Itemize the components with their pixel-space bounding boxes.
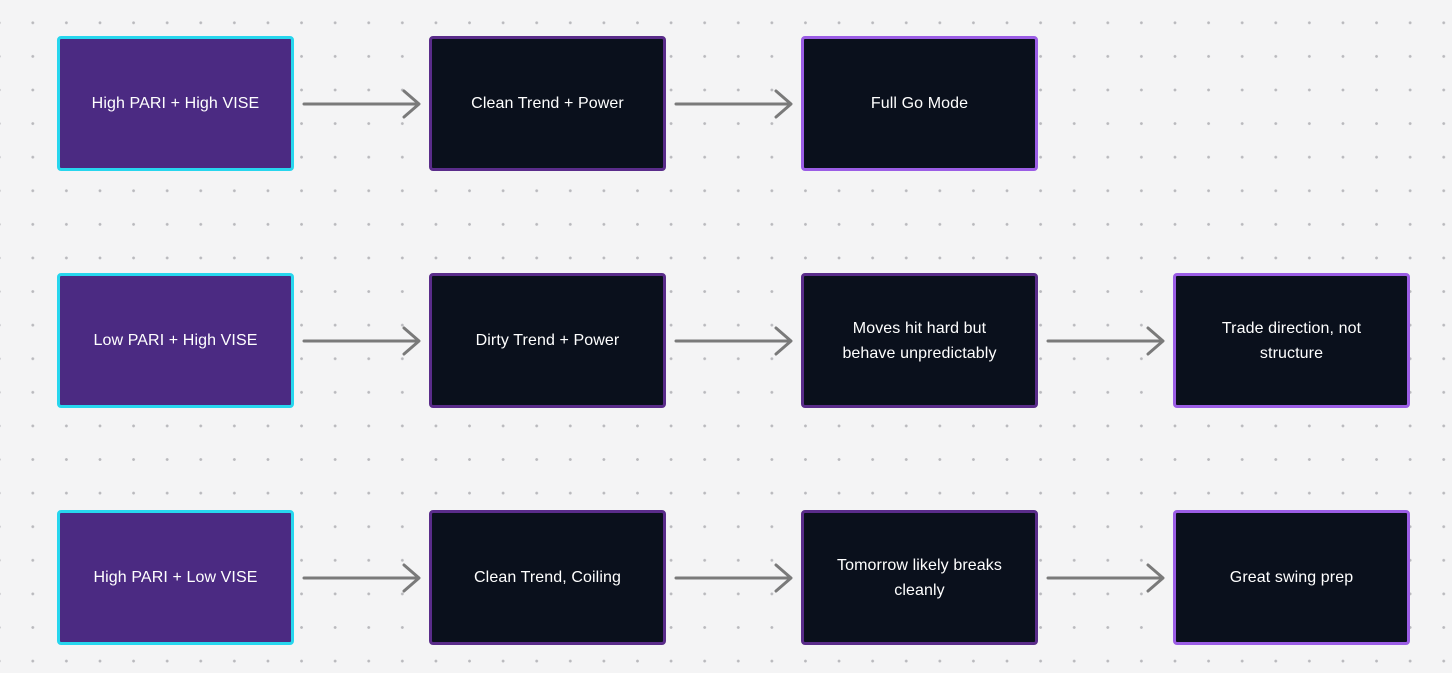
node-label: Moves hit hard but behave unpredictably xyxy=(842,319,997,362)
arrow-row2-1-to-2 xyxy=(302,326,421,356)
arrow-row3-2-to-3 xyxy=(674,563,793,593)
node-high-pari-low-vise[interactable]: High PARI + Low VISE xyxy=(57,510,294,645)
node-label: Clean Trend + Power xyxy=(471,95,624,112)
arrow-row3-1-to-2 xyxy=(302,563,421,593)
node-great-swing-prep[interactable]: Great swing prep xyxy=(1173,510,1410,645)
node-label: High PARI + Low VISE xyxy=(93,569,258,586)
node-label: Clean Trend, Coiling xyxy=(474,569,621,586)
node-label: Full Go Mode xyxy=(870,95,969,112)
node-clean-trend-coiling[interactable]: Clean Trend, Coiling xyxy=(429,510,666,645)
node-trade-direction[interactable]: Trade direction, not structure xyxy=(1173,273,1410,408)
node-label: Tomorrow likely breaks cleanly xyxy=(837,556,1002,599)
node-moves-hit-hard[interactable]: Moves hit hard but behave unpredictably xyxy=(801,273,1038,408)
node-high-pari-high-vise[interactable]: High PARI + High VISE xyxy=(57,36,294,171)
arrow-row3-3-to-4 xyxy=(1046,563,1165,593)
node-clean-trend-power[interactable]: Clean Trend + Power xyxy=(429,36,666,171)
node-low-pari-high-vise[interactable]: Low PARI + High VISE xyxy=(57,273,294,408)
arrow-row1-1-to-2 xyxy=(302,89,421,119)
node-label: Low PARI + High VISE xyxy=(93,332,258,349)
node-tomorrow-breaks-cleanly[interactable]: Tomorrow likely breaks cleanly xyxy=(801,510,1038,645)
node-label: Dirty Trend + Power xyxy=(475,332,620,349)
node-dirty-trend-power[interactable]: Dirty Trend + Power xyxy=(429,273,666,408)
arrow-row2-2-to-3 xyxy=(674,326,793,356)
arrow-row1-2-to-3 xyxy=(674,89,793,119)
node-label: Trade direction, not structure xyxy=(1221,319,1362,362)
node-label: High PARI + High VISE xyxy=(91,95,260,112)
node-label: Great swing prep xyxy=(1229,569,1354,586)
arrow-row2-3-to-4 xyxy=(1046,326,1165,356)
node-full-go-mode[interactable]: Full Go Mode xyxy=(801,36,1038,171)
